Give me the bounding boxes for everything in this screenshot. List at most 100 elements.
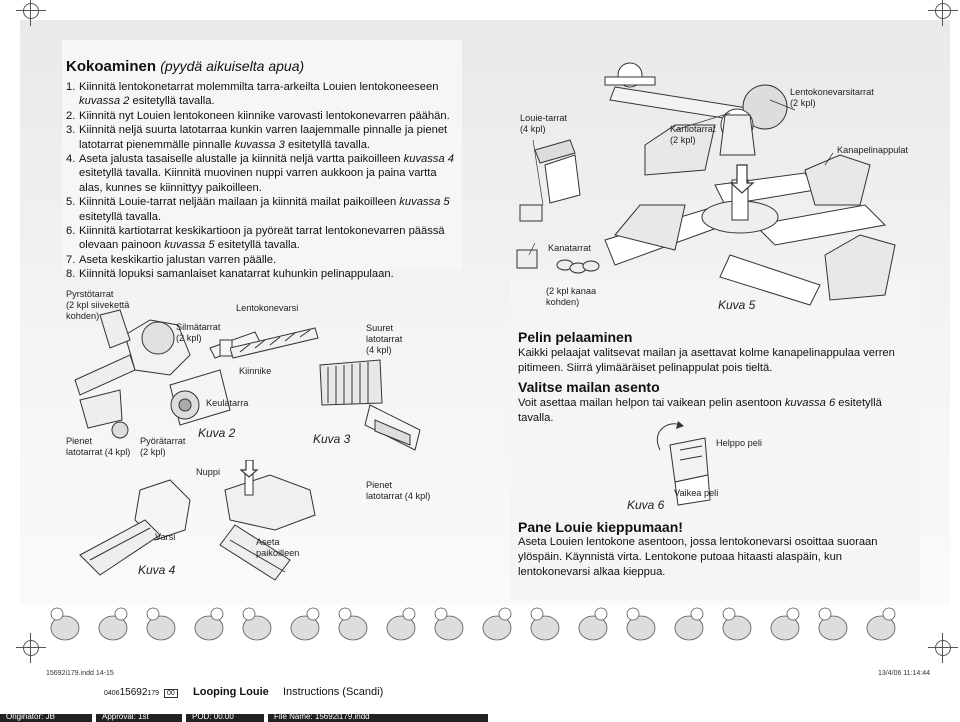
figure4-base-illustration [79, 460, 316, 581]
left-wing [74, 354, 136, 396]
arm-insert [219, 524, 291, 581]
figure6-paddle-illustration [657, 421, 711, 506]
label-easy-game: Helppo peli [716, 438, 762, 448]
label-chicken-tokens: Kanapelinappulat [837, 145, 909, 155]
chicken-head [498, 607, 512, 621]
chicken-sticker [516, 249, 538, 269]
label-clip: Kiinnike [239, 366, 272, 376]
play-panel [510, 280, 920, 600]
chicken-icon [194, 615, 224, 641]
chicken-head [594, 607, 608, 621]
assembly-step: 5.Kiinnitä Louie-tarrat neljään mailaan … [66, 196, 450, 223]
chicken-icon [578, 615, 608, 641]
assembly-step: 4.Aseta jalusta tasaiselle alustalle ja … [66, 153, 454, 194]
caption-kuva2: Kuva 2 [198, 426, 236, 440]
assembly-steps: 1.Kiinnitä lentokonetarrat molemmilta ta… [66, 80, 462, 282]
barn-top [644, 124, 716, 176]
label-arm: Varsi [155, 532, 176, 542]
chicken-head [210, 607, 224, 621]
label-hard-game: Vaikea peli [674, 488, 719, 498]
chicken-icon [674, 615, 704, 641]
label-eye-stickers: Silmätarrat (2 kpl) [176, 322, 221, 343]
down-arrow-icon [239, 460, 259, 478]
assembly-step: 6.Kiinnitä kartiotarrat keskikartioon ja… [66, 225, 445, 252]
chicken-head [786, 607, 800, 621]
chicken-icon [98, 615, 128, 641]
title-note: (pyydä aikuiselta apua) [160, 58, 305, 74]
label-knob: Nuppi [196, 467, 221, 477]
heading-choose-paddle: Valitse mailan asento [518, 379, 660, 395]
chicken-head [402, 607, 416, 621]
chicken-icon [770, 615, 800, 641]
text-play: Kaikki pelaajat valitsevat mailan ja ase… [518, 347, 895, 374]
footer-date: 13/4/06 11:14:44 [878, 670, 931, 677]
label-arm-stickers: Lentokonevarsitarrat (2 kpl) [790, 87, 874, 108]
figure3-arm-illustration [319, 359, 421, 451]
chicken-head [242, 607, 256, 621]
label-per-chicken: (2 kpl kanaa kohden) [546, 286, 597, 307]
wheel [111, 421, 129, 439]
footer-file: 15692i179.indd 14-15 [46, 670, 114, 677]
chicken-icon [338, 615, 368, 641]
footer-product: Looping Louie [193, 686, 269, 698]
chicken-head [530, 607, 544, 621]
chicken-head [434, 607, 448, 621]
chicken-icon [386, 615, 416, 641]
paddle-helppo [669, 437, 709, 483]
plane-arm-lattice [230, 327, 319, 359]
tail [99, 309, 131, 349]
chicken-head [818, 607, 832, 621]
label-nose-sticker: Keulatarra [206, 398, 249, 408]
barn-right [824, 234, 896, 301]
heading-play: Pelin pelaaminen [518, 329, 633, 345]
arm-top [714, 172, 816, 206]
chicken-icon [482, 615, 512, 641]
title-text: Kokoaminen [66, 58, 157, 75]
figure2-plane-illustration [74, 309, 260, 439]
lower-wing [79, 389, 123, 429]
chicken-icon [866, 615, 896, 641]
barn-top-right [804, 154, 871, 206]
chicken-head [690, 607, 704, 621]
chicken-head [146, 607, 160, 621]
heading-spin-louie: Pane Louie kieppumaan! [518, 519, 683, 535]
chicken-icon [434, 615, 464, 641]
caption-kuva6: Kuva 6 [627, 498, 665, 512]
caption-kuva3: Kuva 3 [313, 432, 351, 446]
chicken-icon [722, 615, 752, 641]
assembly-title: Kokoaminen (pyydä aikuiselta apua) [66, 58, 304, 75]
barn-left [614, 204, 686, 251]
label-louie-stickers: Louie-tarrat (4 kpl) [520, 113, 567, 134]
chicken-icon [530, 615, 560, 641]
bar-originator: Originator: JB [0, 712, 92, 722]
chicken-icon [290, 615, 320, 641]
crop-mark-icon [16, 633, 46, 663]
crop-mark-icon [928, 633, 958, 663]
chicken-border [50, 607, 896, 641]
footer-doc: Instructions (Scandi) [283, 686, 384, 698]
louie-sticker [519, 204, 543, 222]
label-small-barn-stickers: Pienet latotarrat (4 kpl) [66, 436, 131, 457]
chicken-head [626, 607, 640, 621]
crop-mark-icon [16, 0, 46, 26]
label-cone-stickers: Kartiotarrat (2 kpl) [670, 124, 716, 145]
chicken-icon [50, 615, 80, 641]
chicken-head [50, 607, 64, 621]
text-choose-paddle: Voit asettaa mailan helpon tai vaikean p… [518, 397, 882, 424]
chicken-head [338, 607, 352, 621]
chicken-head [722, 607, 736, 621]
label-place: Aseta paikoilleen [256, 537, 300, 558]
base-large [224, 474, 316, 531]
caption-kuva5: Kuva 5 [718, 298, 756, 312]
chicken-icon [818, 615, 848, 641]
assembly-step: 2.Kiinnitä nyt Louien lentokoneen kiinni… [66, 109, 450, 122]
chicken-icon [626, 615, 656, 641]
assembly-step: 1.Kiinnitä lentokonetarrat molemmilta ta… [66, 81, 439, 108]
arm-right-top [753, 204, 887, 246]
bar-filename: File Name: 15692i179.indd [268, 712, 488, 722]
footer-code: 040615692179 00 [104, 687, 178, 698]
caption-kuva4: Kuva 4 [138, 563, 176, 577]
paddle-vaikea [674, 474, 711, 506]
crop-mark-icon [928, 0, 958, 26]
assembly-step: 7.Aseta keskikartio jalustan varren pääl… [66, 253, 277, 266]
